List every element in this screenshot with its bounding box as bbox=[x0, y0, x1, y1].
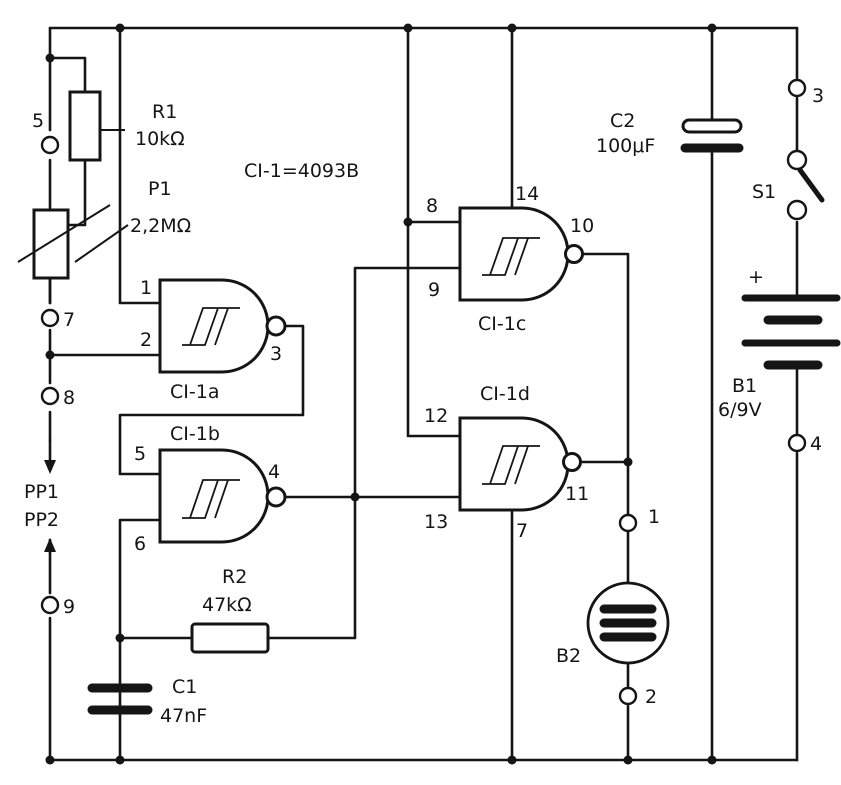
gate-a-pin2: 2 bbox=[140, 329, 152, 351]
c1-ref: C1 bbox=[172, 676, 197, 698]
b2-buzzer bbox=[586, 581, 670, 665]
gate-c-name: CI-1c bbox=[478, 313, 526, 335]
r1-value: 10kΩ bbox=[135, 128, 185, 150]
gate-d-pin13: 13 bbox=[424, 511, 448, 533]
terminal-8 bbox=[40, 386, 60, 406]
terminal-label-1: 1 bbox=[648, 506, 660, 528]
gate-ci-1a bbox=[158, 278, 287, 374]
gate-ci-1d bbox=[458, 416, 582, 512]
wires bbox=[48, 26, 799, 762]
gate-b-pin5: 5 bbox=[134, 443, 146, 465]
b1-battery bbox=[741, 294, 841, 370]
p1-potentiometer bbox=[32, 208, 70, 280]
s1-ref: S1 bbox=[752, 181, 776, 203]
gate-a-pin3: 3 bbox=[270, 343, 282, 365]
c2-ref: C2 bbox=[610, 110, 635, 132]
probe-label-pp2: PP2 bbox=[24, 509, 59, 531]
gate-c-pin9: 9 bbox=[428, 279, 440, 301]
gate-c-pin10: 10 bbox=[570, 215, 594, 237]
p1-value: 2,2MΩ bbox=[130, 215, 191, 237]
terminal-label-9: 9 bbox=[63, 596, 75, 618]
r2-value: 47kΩ bbox=[202, 594, 252, 616]
gate-c-pin8: 8 bbox=[426, 195, 438, 217]
r2-resistor bbox=[190, 622, 270, 654]
gate-d-pin11: 11 bbox=[565, 483, 589, 505]
gate-a-name: CI-1a bbox=[170, 381, 219, 403]
terminal-2 bbox=[618, 686, 638, 706]
probe-arrows bbox=[44, 438, 56, 554]
terminal-label-5: 5 bbox=[32, 110, 44, 132]
r1-ref: R1 bbox=[152, 101, 177, 123]
terminal-9 bbox=[40, 595, 60, 615]
terminal-label-4: 4 bbox=[810, 433, 822, 455]
gate-d-name: CI-1d bbox=[480, 383, 530, 405]
r2-ref: R2 bbox=[222, 566, 247, 588]
b1-polarity: + bbox=[748, 266, 764, 288]
terminal-1 bbox=[618, 513, 638, 533]
c2-capacitor bbox=[680, 118, 744, 153]
gate-d-pin7: 7 bbox=[516, 520, 528, 542]
gate-a-pin1: 1 bbox=[140, 277, 152, 299]
gate-b-name: CI-1b bbox=[170, 423, 220, 445]
r1-resistor bbox=[68, 90, 102, 162]
gate-c-pin14: 14 bbox=[515, 183, 539, 205]
gate-a-inverter-bubble bbox=[265, 315, 287, 337]
probe-label-pp1: PP1 bbox=[24, 481, 59, 503]
terminal-5 bbox=[40, 135, 60, 155]
s1-switch bbox=[786, 149, 825, 221]
gate-b-inverter-bubble bbox=[265, 486, 287, 508]
gate-ci-1b bbox=[158, 448, 287, 544]
p1-leader bbox=[74, 224, 129, 263]
c2-value: 100μF bbox=[596, 135, 655, 157]
terminal-label-8: 8 bbox=[63, 387, 75, 409]
gate-d-inverter-bubble bbox=[562, 452, 582, 472]
terminal-label-2: 2 bbox=[645, 686, 657, 708]
terminals bbox=[40, 78, 807, 706]
p1-ref: P1 bbox=[148, 178, 172, 200]
terminal-label-7: 7 bbox=[63, 309, 75, 331]
gate-c-inverter-bubble bbox=[564, 244, 584, 264]
gate-ci-1c bbox=[458, 206, 584, 302]
gate-d-pin12: 12 bbox=[424, 405, 448, 427]
c1-capacitor bbox=[87, 683, 153, 715]
terminal-7 bbox=[40, 308, 60, 328]
ic-note: CI-1=4093B bbox=[244, 160, 359, 182]
terminal-3 bbox=[787, 78, 807, 98]
gate-b-pin6: 6 bbox=[134, 533, 146, 555]
gate-b-pin4: 4 bbox=[268, 461, 280, 483]
b1-value: 6/9V bbox=[718, 399, 762, 421]
c1-value: 47nF bbox=[160, 705, 207, 727]
terminal-label-3: 3 bbox=[812, 85, 824, 107]
p1-adjust-arrow bbox=[17, 204, 111, 263]
b1-ref: B1 bbox=[732, 375, 757, 397]
b2-ref: B2 bbox=[556, 645, 581, 667]
junction-dots bbox=[45, 23, 717, 765]
terminal-4 bbox=[787, 433, 807, 453]
